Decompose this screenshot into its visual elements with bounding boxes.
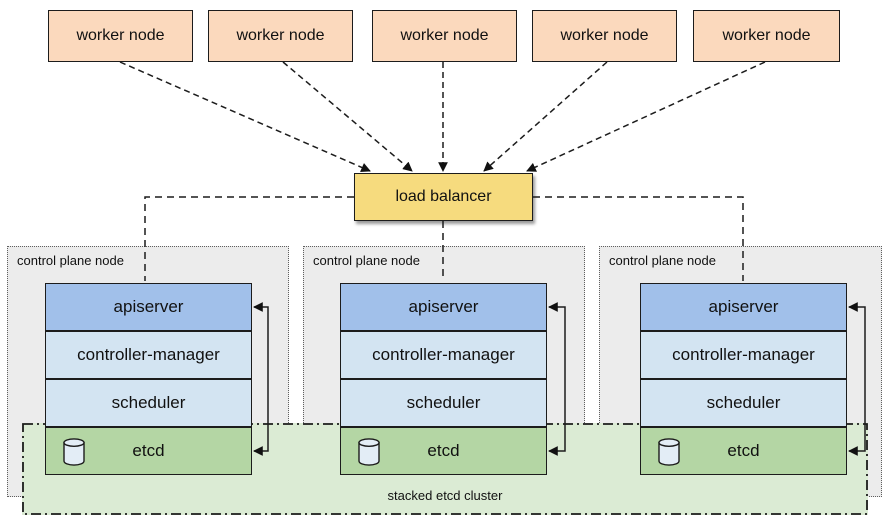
- controller-manager-label: controller-manager: [372, 345, 515, 364]
- apiserver-box-3: apiserver: [640, 283, 847, 331]
- controller-manager-box-3: controller-manager: [640, 331, 847, 379]
- etcd-label: etcd: [132, 441, 165, 460]
- database-cylinder-icon: [63, 438, 85, 466]
- apiserver-label: apiserver: [408, 297, 479, 316]
- load-balancer-box: load balancer: [354, 173, 533, 221]
- worker-node-label: worker node: [236, 27, 325, 44]
- controller-manager-box-1: controller-manager: [45, 331, 252, 379]
- load-balancer-label: load balancer: [395, 188, 492, 205]
- worker-node-label: worker node: [76, 27, 165, 44]
- apiserver-box-2: apiserver: [340, 283, 547, 331]
- database-cylinder-icon: [358, 438, 380, 466]
- database-cylinder-icon: [658, 438, 680, 466]
- controller-manager-box-2: controller-manager: [340, 331, 547, 379]
- scheduler-box-3: scheduler: [640, 379, 847, 427]
- control-plane-node-label: control plane node: [313, 253, 420, 268]
- worker-node-box-3: worker node: [372, 10, 517, 62]
- scheduler-label: scheduler: [706, 393, 781, 412]
- worker-node-label: worker node: [400, 27, 489, 44]
- worker-node-box-1: worker node: [48, 10, 193, 62]
- controller-manager-label: controller-manager: [672, 345, 815, 364]
- etcd-box-2: etcd: [340, 427, 547, 475]
- etcd-box-1: etcd: [45, 427, 252, 475]
- scheduler-box-2: scheduler: [340, 379, 547, 427]
- worker-node-box-2: worker node: [208, 10, 353, 62]
- controller-manager-label: controller-manager: [77, 345, 220, 364]
- control-plane-node-label: control plane node: [609, 253, 716, 268]
- apiserver-label: apiserver: [708, 297, 779, 316]
- control-plane-node-label: control plane node: [17, 253, 124, 268]
- etcd-box-3: etcd: [640, 427, 847, 475]
- etcd-label: etcd: [427, 441, 460, 460]
- worker-to-lb-arrow-5: [526, 61, 766, 172]
- apiserver-box-1: apiserver: [45, 283, 252, 331]
- etcd-label: etcd: [727, 441, 760, 460]
- worker-to-lb-arrow-1: [119, 61, 371, 172]
- worker-node-label: worker node: [722, 27, 811, 44]
- worker-node-box-5: worker node: [693, 10, 840, 62]
- worker-to-lb-arrow-4: [483, 61, 608, 172]
- scheduler-label: scheduler: [406, 393, 481, 412]
- scheduler-label: scheduler: [111, 393, 186, 412]
- worker-node-box-4: worker node: [532, 10, 677, 62]
- worker-to-lb-arrow-2: [282, 61, 413, 172]
- worker-node-label: worker node: [560, 27, 649, 44]
- stacked-etcd-cluster-label: stacked etcd cluster: [387, 488, 503, 503]
- scheduler-box-1: scheduler: [45, 379, 252, 427]
- apiserver-label: apiserver: [113, 297, 184, 316]
